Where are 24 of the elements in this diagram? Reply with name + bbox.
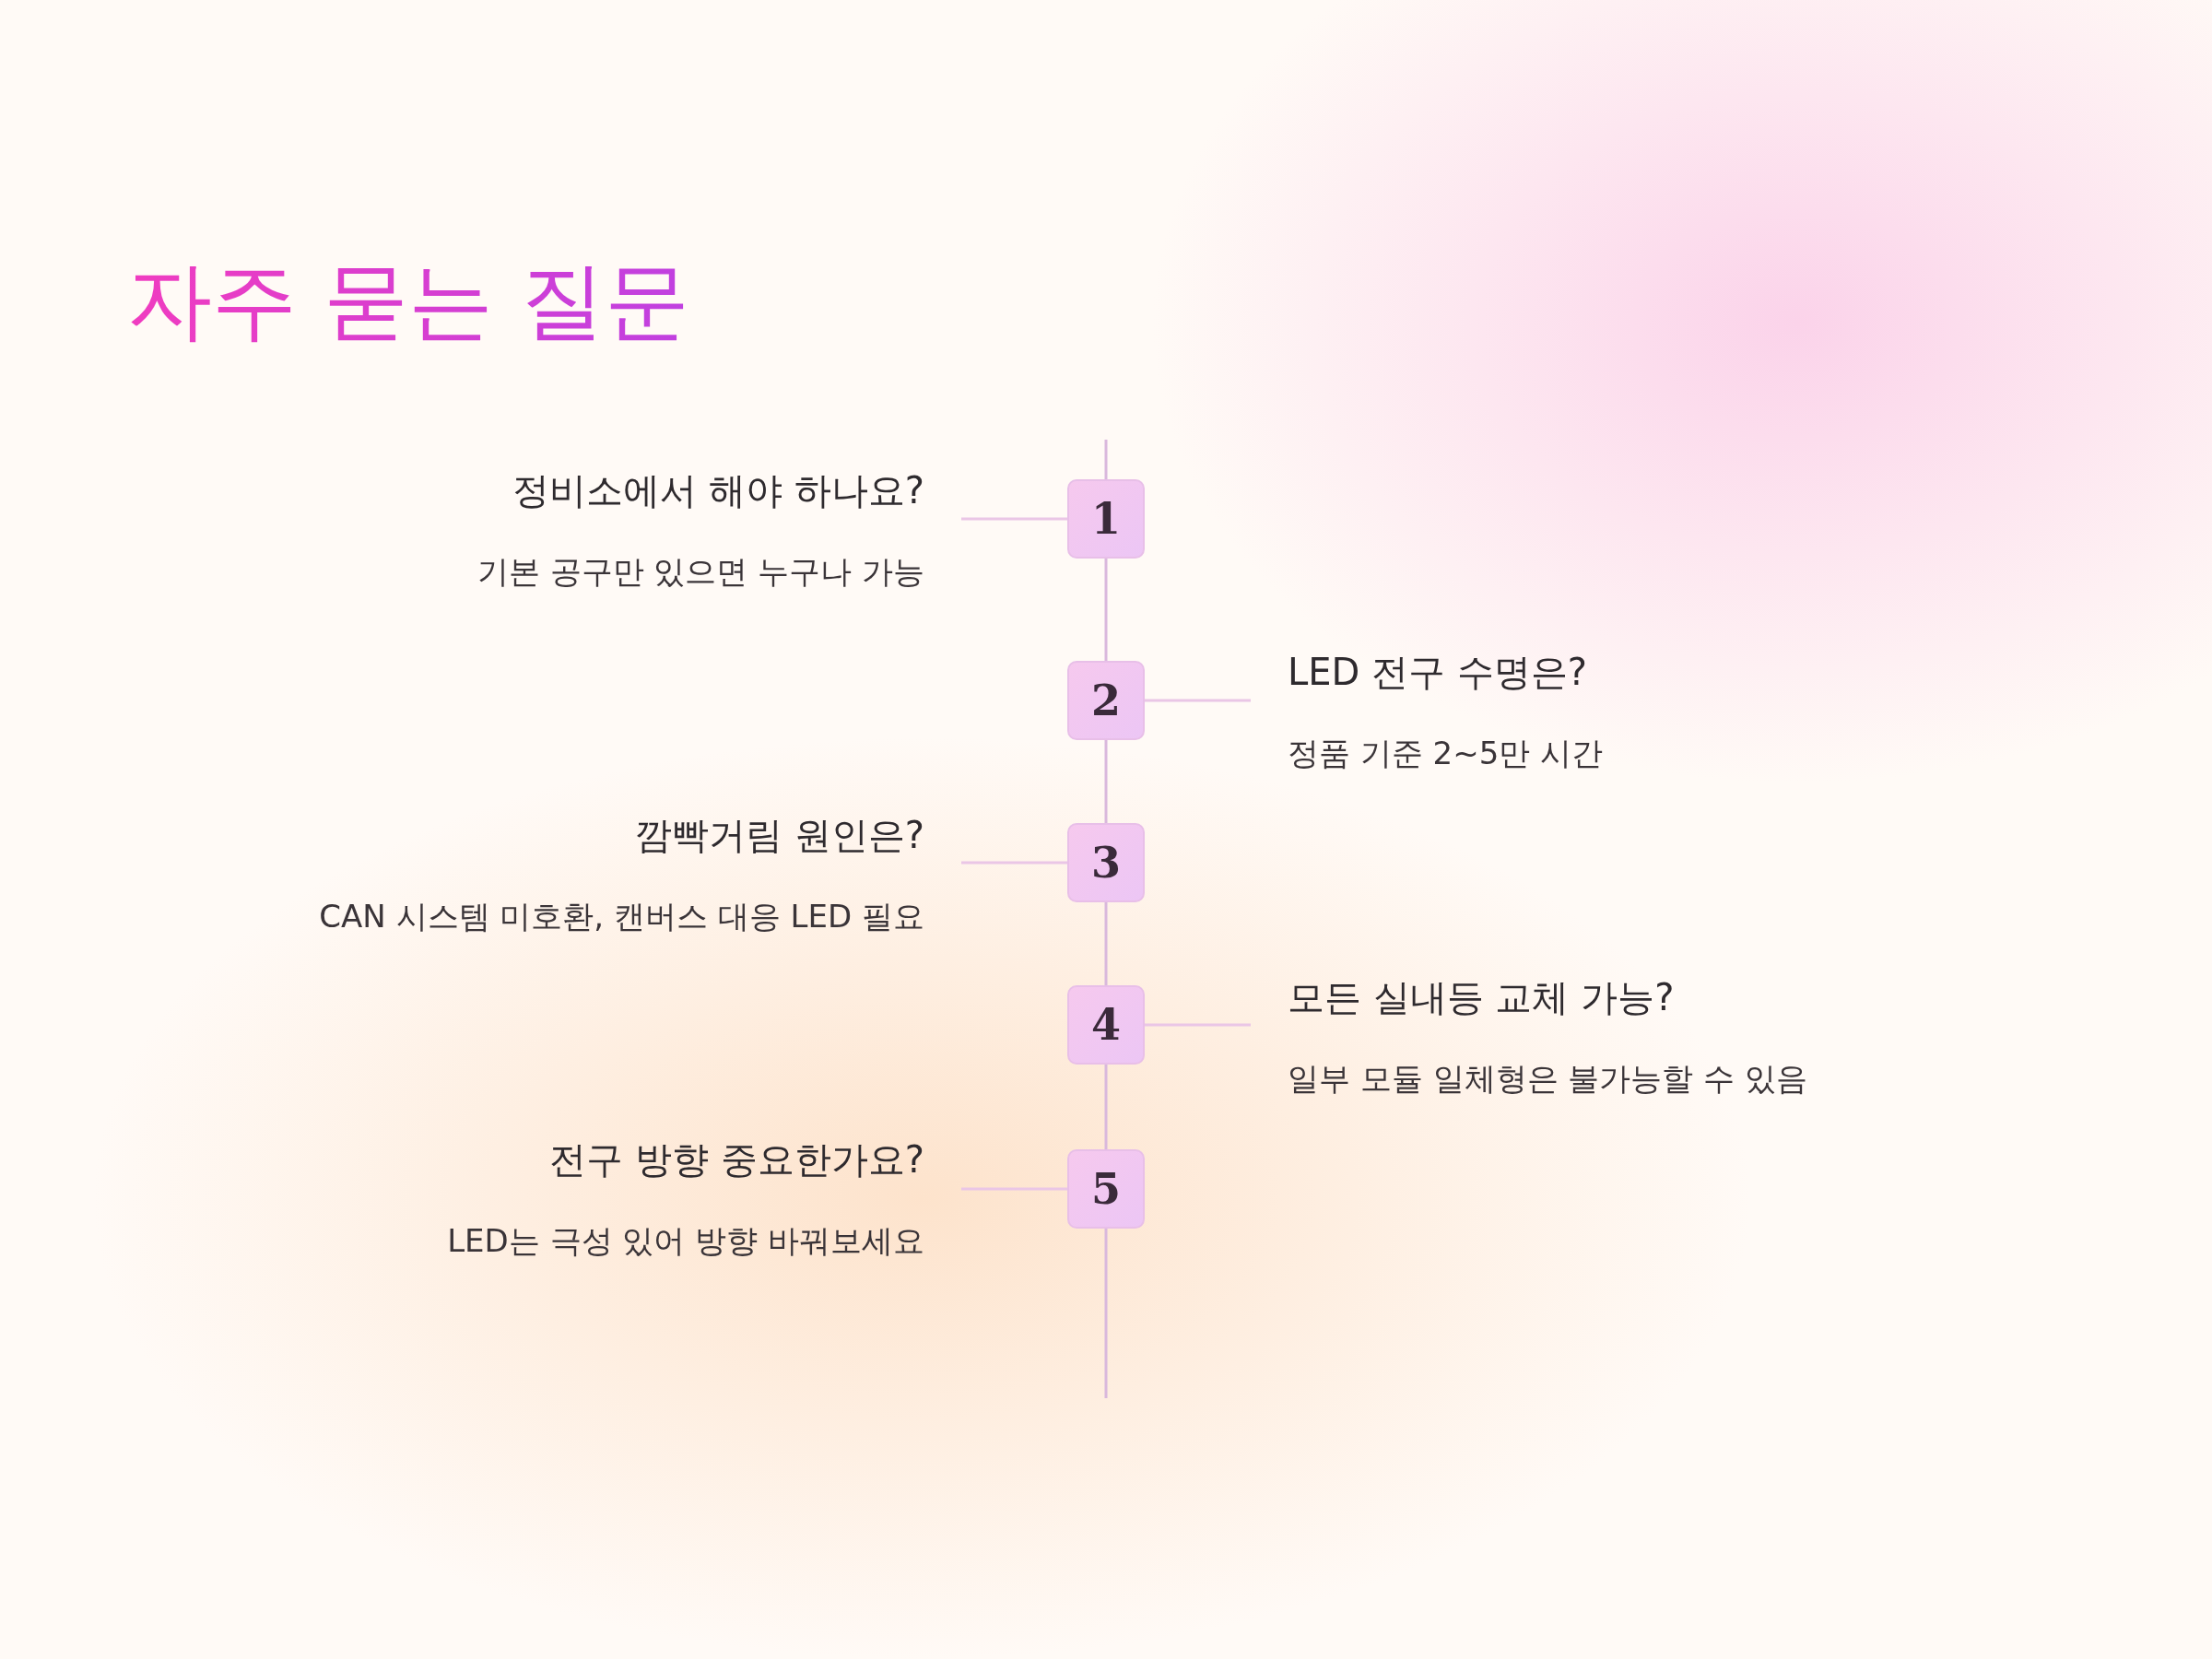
answer-text: 일부 모듈 일체형은 불가능할 수 있음 — [1288, 1059, 1808, 1099]
answer-text: CAN 시스템 미호환, 캔버스 대응 LED 필요 — [319, 897, 924, 936]
connector-line — [961, 861, 1067, 865]
number-badge: 4 — [1067, 985, 1145, 1065]
connector-line — [961, 1187, 1067, 1191]
answer-text: LED는 극성 있어 방향 바꿔보세요 — [447, 1221, 924, 1261]
question-text: LED 전구 수명은? — [1288, 650, 1588, 695]
timeline-line — [1104, 559, 1108, 661]
number-badge: 5 — [1067, 1149, 1145, 1229]
connector-line — [1145, 1023, 1251, 1027]
answer-text: 기본 공구만 있으면 누구나 가능 — [477, 552, 924, 592]
number-badge: 3 — [1067, 823, 1145, 902]
number-badge: 1 — [1067, 479, 1145, 559]
timeline-line — [1104, 740, 1108, 823]
timeline-line — [1104, 902, 1108, 985]
connector-line — [1145, 699, 1251, 702]
question-text: 정비소에서 해야 하나요? — [512, 468, 924, 513]
question-text: 전구 방향 중요한가요? — [549, 1137, 924, 1182]
number-badge: 2 — [1067, 661, 1145, 740]
connector-line — [961, 517, 1067, 521]
question-text: 모든 실내등 교체 가능? — [1288, 975, 1675, 1020]
answer-text: 정품 기준 2~5만 시간 — [1288, 734, 1604, 773]
timeline-line — [1104, 1065, 1108, 1149]
question-text: 깜빡거림 원인은? — [635, 813, 924, 858]
